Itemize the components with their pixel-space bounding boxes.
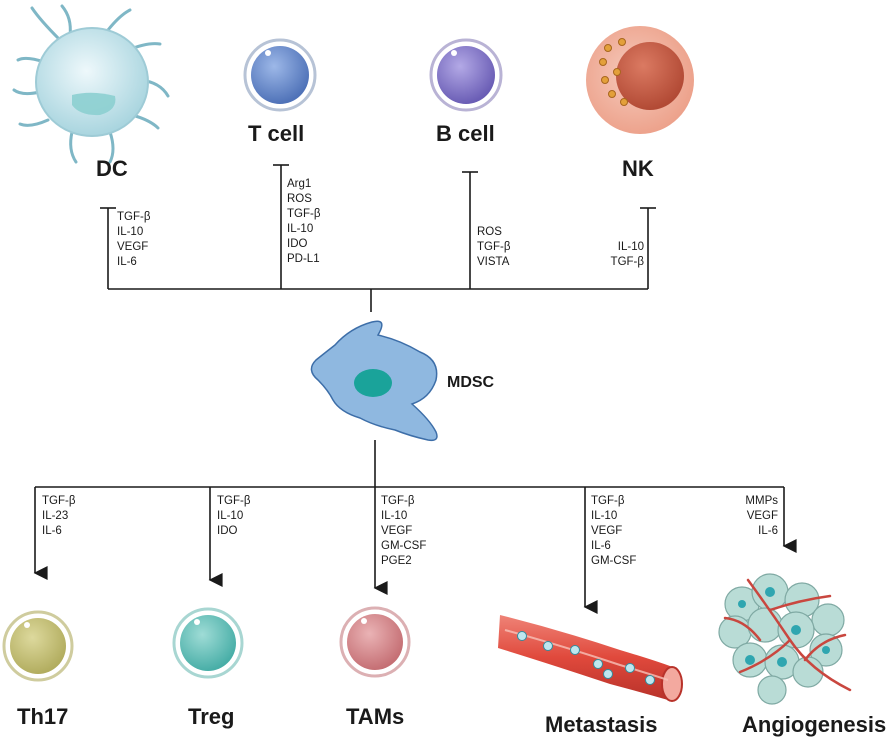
mediator: MMPs (745, 495, 778, 507)
mediator: IDO (287, 238, 308, 250)
t-cell-icon (243, 38, 317, 112)
metastasis-label: Metastasis (545, 712, 658, 737)
tumor-vessels-icon (718, 573, 852, 705)
mediator: IL-23 (42, 510, 69, 522)
mediator: VEGF (117, 241, 149, 253)
angiogenesis-mediators: MMPs VEGF IL-6 (722, 494, 778, 539)
nk-mediators: IL-10 TGF-β (596, 240, 644, 270)
dc-cell-icon (12, 4, 170, 164)
mediator: TGF-β (42, 495, 76, 507)
mediator: IL-10 (381, 510, 408, 522)
mdsc-cell-icon (310, 320, 438, 442)
mediator: IL-10 (591, 510, 618, 522)
mediator: Arg1 (287, 178, 312, 190)
mediator: IL-10 (287, 223, 314, 235)
blood-vessel-icon (498, 615, 683, 702)
mediator: TGF-β (287, 208, 321, 220)
mediator: IL-6 (42, 525, 62, 537)
tams-cell-icon (339, 606, 411, 678)
mediator: IL-10 (617, 241, 644, 253)
mediator: PD-L1 (287, 253, 320, 265)
mediator: TGF-β (610, 256, 644, 268)
dc-mediators: TGF-β IL-10 VEGF IL-6 (117, 210, 150, 270)
mediator: VISTA (477, 256, 510, 268)
mdsc-label: MDSC (447, 374, 495, 391)
th17-label: Th17 (17, 704, 69, 729)
angiogenesis-label: Angiogenesis (742, 712, 886, 737)
b-cell-mediators: ROS TGF-β VISTA (477, 225, 510, 270)
promotion-connectors (33, 440, 797, 614)
mediator: VEGF (381, 525, 413, 537)
th17-cell-icon (2, 610, 74, 682)
mediator: IL-6 (758, 525, 778, 537)
tams-label: TAMs (346, 704, 405, 729)
mediator: TGF-β (477, 241, 511, 253)
mediator: TGF-β (217, 495, 251, 507)
mediator: IL-10 (217, 510, 244, 522)
mediator: GM-CSF (591, 555, 637, 567)
treg-cell-icon (172, 607, 244, 679)
mediator: VEGF (591, 525, 623, 537)
b-cell-icon (429, 38, 503, 112)
th17-mediators: TGF-β IL-23 IL-6 (42, 494, 75, 539)
mediator: TGF-β (117, 211, 151, 223)
t-cell-mediators: Arg1 ROS TGF-β IL-10 IDO PD-L1 (287, 177, 320, 267)
t-cell-label: T cell (248, 121, 305, 146)
metastasis-mediators: TGF-β IL-10 VEGF IL-6 GM-CSF (591, 494, 636, 569)
mediator: IL-6 (591, 540, 611, 552)
treg-label: Treg (188, 704, 235, 729)
mediator: IDO (217, 525, 238, 537)
mediator: TGF-β (591, 495, 625, 507)
mediator: TGF-β (381, 495, 415, 507)
mediator: VEGF (746, 510, 778, 522)
mediator: IL-6 (117, 256, 137, 268)
nk-cell-icon (586, 26, 694, 134)
dc-label: DC (96, 156, 128, 181)
tams-mediators: TGF-β IL-10 VEGF GM-CSF PGE2 (381, 494, 426, 569)
mediator: GM-CSF (381, 540, 427, 552)
mediator: PGE2 (381, 555, 412, 567)
inhibition-connectors (100, 164, 656, 312)
mediator: IL-10 (117, 226, 144, 238)
treg-mediators: TGF-β IL-10 IDO (217, 494, 250, 539)
b-cell-label: B cell (436, 121, 495, 146)
nk-label: NK (622, 156, 654, 181)
mediator: ROS (477, 226, 502, 238)
mediator: ROS (287, 193, 312, 205)
